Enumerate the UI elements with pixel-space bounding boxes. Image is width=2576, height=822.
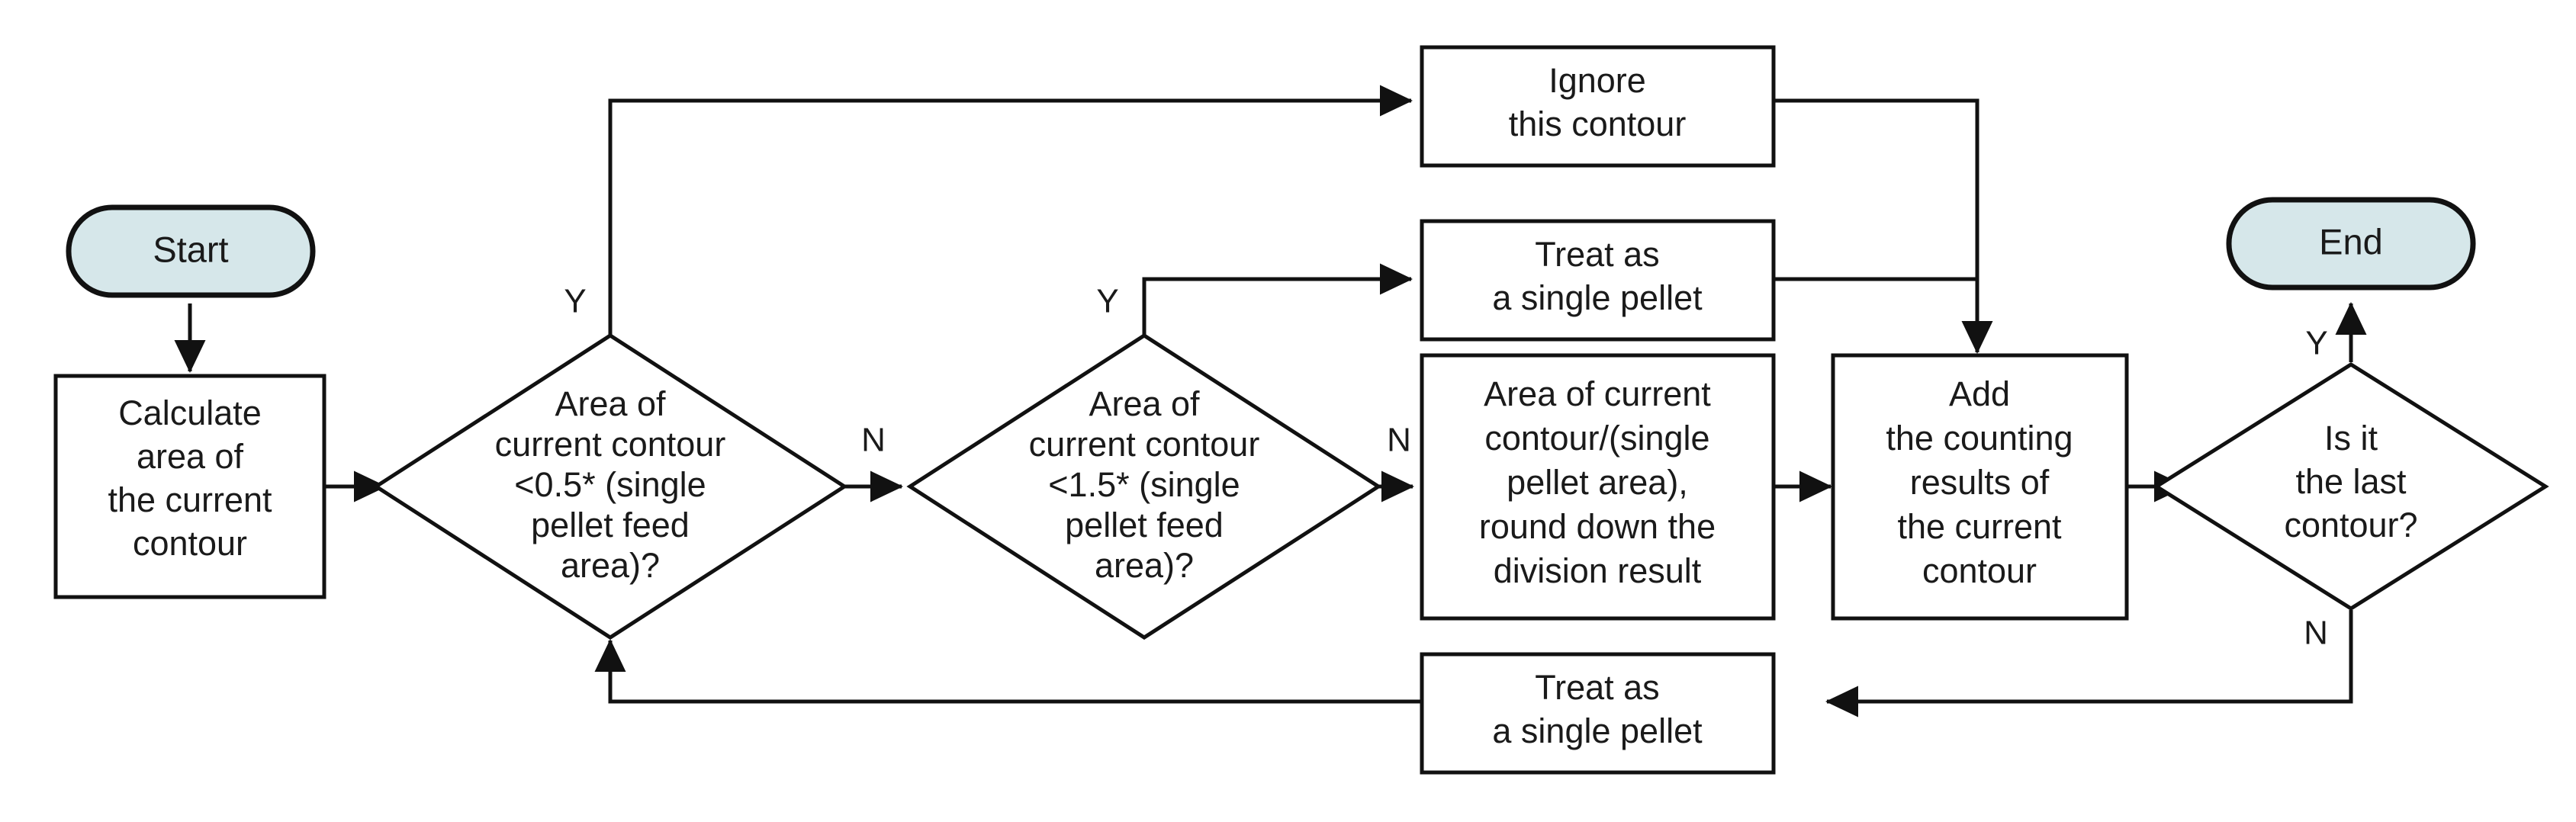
node-end-label: End (2319, 221, 2383, 262)
edge-label-decision-last-yes: Y (2305, 325, 2327, 362)
node-decision-area-half[interactable]: Area of current contour <0.5* (single pe… (372, 333, 848, 640)
edge-label-decision-half-no: N (861, 422, 886, 459)
edge-label-decision-oneandhalf-yes: Y (1096, 283, 1118, 320)
edge-label-decision-last-no: N (2304, 615, 2328, 652)
node-add-line-5: contour (1922, 551, 2037, 590)
edge-label-decision-oneandhalf-no: N (1387, 422, 1411, 459)
edge-ignore-to-add (1774, 98, 1993, 355)
node-divide-round-down[interactable]: Area of current contour/(single pellet a… (1420, 353, 1776, 621)
node-decision-last-contour[interactable]: Is it the last contour? (2153, 362, 2549, 611)
edge-label-group: Y N Y N Y N (564, 283, 2328, 652)
node-decision-oneandhalf-line-2: current contour (1029, 425, 1260, 464)
node-calculate-area-line-3: the current (108, 480, 272, 519)
node-decision-half-line-1: Area of (555, 384, 666, 423)
node-add-line-1: Add (1949, 374, 2010, 413)
node-divide-line-3: pellet area), (1507, 463, 1688, 502)
node-decision-last-line-1: Is it (2324, 419, 2378, 458)
node-decision-half-line-4: pellet feed (531, 506, 690, 544)
node-decision-last-line-2: the last (2295, 462, 2407, 501)
node-divide-line-4: round down the (1479, 507, 1716, 546)
node-add-counting-results[interactable]: Add the counting results of the current … (1831, 353, 2129, 621)
node-treat-bottom-line-2: a single pellet (1492, 711, 1703, 750)
node-decision-oneandhalf-line-1: Area of (1089, 384, 1200, 423)
node-treat-single-pellet-top[interactable]: Treat as a single pellet (1420, 219, 1776, 342)
node-divide-line-5: division result (1494, 551, 1702, 590)
node-divide-line-2: contour/(single (1484, 419, 1709, 458)
node-decision-half-line-5: area)? (561, 546, 660, 585)
node-start[interactable]: Start (66, 204, 316, 298)
node-treat-single-pellet-bottom[interactable]: Treat as a single pellet (1420, 652, 1776, 775)
edge-label-decision-half-yes: Y (564, 283, 586, 320)
edge-decision-oneandhalf-yes-to-treat-top (1142, 263, 1413, 345)
node-add-line-3: results of (1910, 463, 2050, 502)
edge-decision-half-yes-to-ignore (608, 85, 1413, 345)
node-decision-half-line-2: current contour (495, 425, 726, 464)
node-calculate-area-line-2: area of (137, 437, 244, 476)
node-decision-oneandhalf-line-5: area)? (1095, 546, 1194, 585)
node-calculate-area-line-1: Calculate (118, 393, 262, 432)
node-decision-oneandhalf-line-4: pellet feed (1065, 506, 1224, 544)
node-decision-last-line-3: contour? (2284, 506, 2417, 544)
node-add-line-2: the counting (1886, 419, 2073, 458)
node-add-line-4: the current (1897, 507, 2062, 546)
edge-treat-bottom-to-decision-half (594, 638, 1422, 704)
node-ignore-contour[interactable]: Ignore this contour (1420, 45, 1776, 168)
node-calculate-area[interactable]: Calculate area of the current contour (53, 374, 326, 599)
node-treat-top-line-1: Treat as (1535, 235, 1659, 274)
node-decision-oneandhalf-line-3: <1.5* (single (1048, 465, 1240, 504)
node-ignore-contour-line-1: Ignore (1548, 61, 1646, 100)
node-divide-line-1: Area of current (1484, 374, 1711, 413)
edge-decision-last-no-to-treat-bottom (1825, 610, 2353, 718)
node-decision-half-line-3: <0.5* (single (514, 465, 706, 504)
node-treat-top-line-2: a single pellet (1492, 278, 1703, 317)
node-end[interactable]: End (2226, 197, 2476, 291)
node-ignore-contour-line-2: this contour (1509, 104, 1687, 143)
node-calculate-area-line-4: contour (133, 524, 247, 563)
node-treat-bottom-line-1: Treat as (1535, 668, 1659, 707)
node-start-label: Start (153, 229, 228, 269)
node-decision-area-oneandhalf[interactable]: Area of current contour <1.5* (single pe… (906, 333, 1382, 640)
